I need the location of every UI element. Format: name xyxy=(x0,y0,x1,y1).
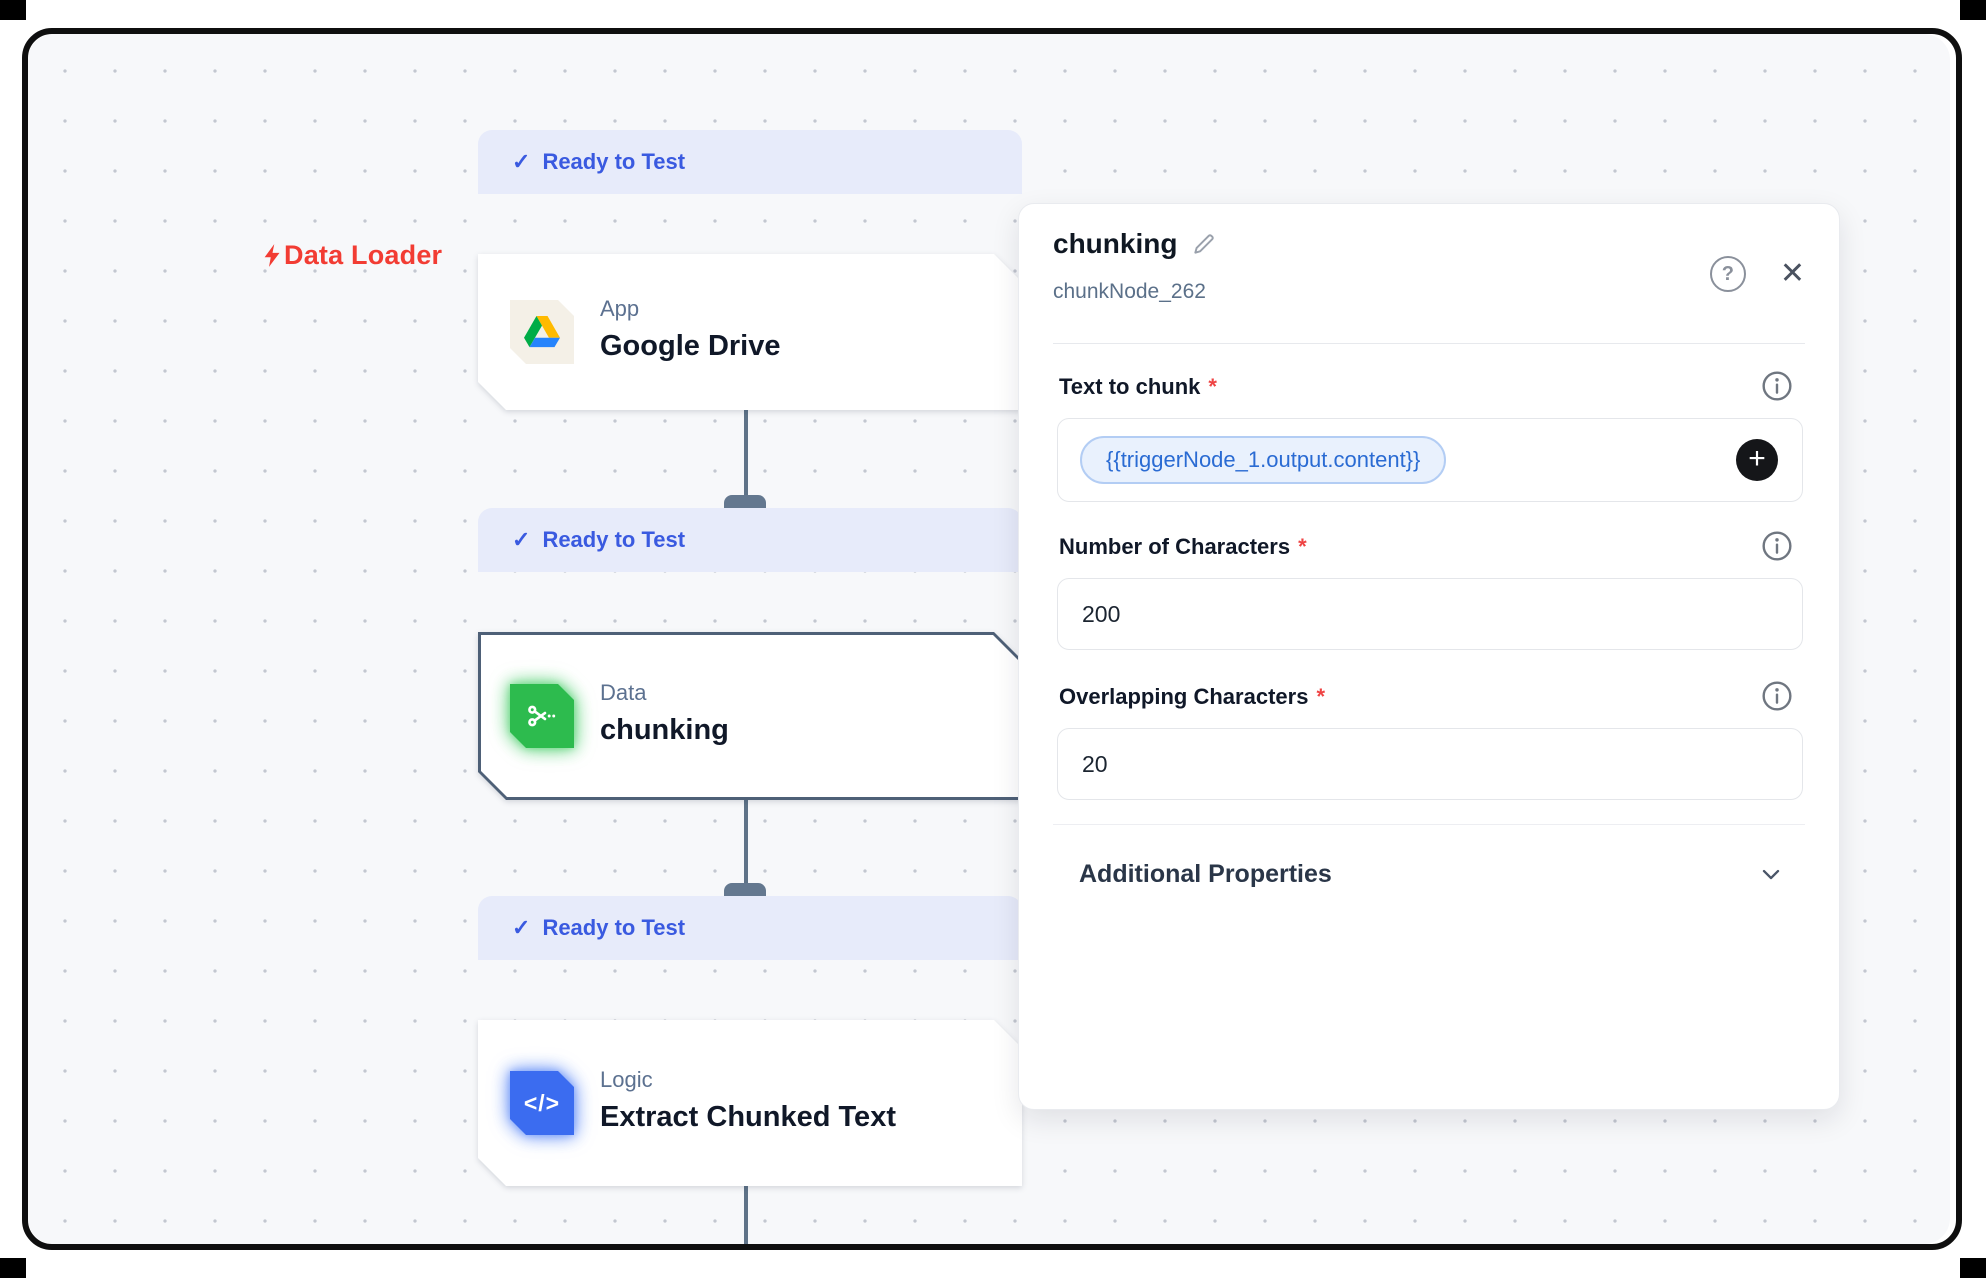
corner-mark xyxy=(0,0,26,20)
info-icon[interactable] xyxy=(1761,530,1793,562)
status-badge: ✓ Ready to Test xyxy=(478,896,1022,960)
input-value: 200 xyxy=(1082,600,1121,627)
required-asterisk: * xyxy=(1208,374,1217,399)
status-badge-label: Ready to Test xyxy=(542,915,686,940)
status-badge: ✓ Ready to Test xyxy=(478,508,1022,572)
status-badge-label: Ready to Test xyxy=(542,527,686,552)
node-category: Logic xyxy=(600,1067,653,1092)
plus-icon: + xyxy=(1748,441,1766,475)
node-card[interactable]: App Google Drive xyxy=(478,254,1022,410)
section-divider xyxy=(1053,824,1805,825)
node-title: Extract Chunked Text xyxy=(600,1101,896,1133)
corner-mark xyxy=(1960,0,1986,20)
google-drive-icon xyxy=(510,300,574,364)
check-icon: ✓ xyxy=(512,149,531,174)
add-variable-button[interactable]: + xyxy=(1736,439,1778,481)
question-icon: ? xyxy=(1721,262,1734,285)
variable-token[interactable]: {{triggerNode_1.output.content}} xyxy=(1080,436,1447,484)
node-id: chunkNode_262 xyxy=(1053,280,1206,303)
code-icon: </> xyxy=(510,1071,574,1135)
check-icon: ✓ xyxy=(512,527,531,552)
status-badge: ✓ Ready to Test xyxy=(478,130,1022,194)
field-label-text-to-chunk: Text to chunk xyxy=(1059,374,1201,399)
lightning-bolt-icon xyxy=(264,244,280,267)
corner-mark xyxy=(0,1258,26,1278)
node-title: Google Drive xyxy=(600,330,781,362)
required-asterisk: * xyxy=(1316,684,1325,709)
info-icon[interactable] xyxy=(1761,680,1793,712)
connector-line xyxy=(744,350,748,508)
edit-title-button[interactable] xyxy=(1191,229,1221,259)
status-badge-label: Ready to Test xyxy=(542,149,686,174)
node-google-drive[interactable]: ✓ Ready to Test App Google Drive xyxy=(478,130,1022,350)
overlapping-characters-input[interactable]: 20 xyxy=(1057,728,1803,800)
additional-properties-label: Additional Properties xyxy=(1079,859,1332,888)
input-port[interactable] xyxy=(724,495,766,508)
connector-line xyxy=(744,738,748,896)
field-label-overlapping-characters: Overlapping Characters xyxy=(1059,684,1309,709)
node-title: chunking xyxy=(600,714,729,746)
node-chunking[interactable]: ✓ Ready to Test xyxy=(478,508,1022,740)
node-category: App xyxy=(600,296,640,321)
info-icon[interactable] xyxy=(1761,370,1793,402)
additional-properties-toggle[interactable]: Additional Properties xyxy=(1057,844,1803,904)
node-config-panel: chunking chunkNode_262 ? ✕ Text to chunk… xyxy=(1018,203,1840,1110)
check-icon: ✓ xyxy=(512,915,531,940)
scissors-icon xyxy=(510,684,574,748)
close-icon: ✕ xyxy=(1779,257,1805,290)
node-extract-chunked-text[interactable]: ✓ Ready to Test </> Logic Extract Chunke… xyxy=(478,896,1022,1126)
group-label-data-loader[interactable]: Data Loader xyxy=(262,240,442,271)
input-port[interactable] xyxy=(724,883,766,896)
number-of-characters-input[interactable]: 200 xyxy=(1057,578,1803,650)
header-divider xyxy=(1053,343,1805,344)
node-category: Data xyxy=(600,680,647,705)
input-value: 20 xyxy=(1082,750,1108,777)
required-asterisk: * xyxy=(1298,534,1307,559)
field-label-number-of-characters: Number of Characters xyxy=(1059,534,1291,559)
close-panel-button[interactable]: ✕ xyxy=(1780,259,1805,289)
pencil-icon xyxy=(1194,234,1215,254)
node-card-selected[interactable]: Data chunking xyxy=(478,632,1022,800)
group-label-text: Data Loader xyxy=(284,240,443,270)
corner-mark xyxy=(1960,1258,1986,1278)
node-card[interactable]: </> Logic Extract Chunked Text xyxy=(478,1020,1022,1186)
text-to-chunk-input[interactable]: {{triggerNode_1.output.content}} + xyxy=(1057,418,1803,502)
help-button[interactable]: ? xyxy=(1709,256,1746,292)
chevron-down-icon xyxy=(1762,869,1780,880)
panel-title: chunking xyxy=(1053,228,1178,259)
